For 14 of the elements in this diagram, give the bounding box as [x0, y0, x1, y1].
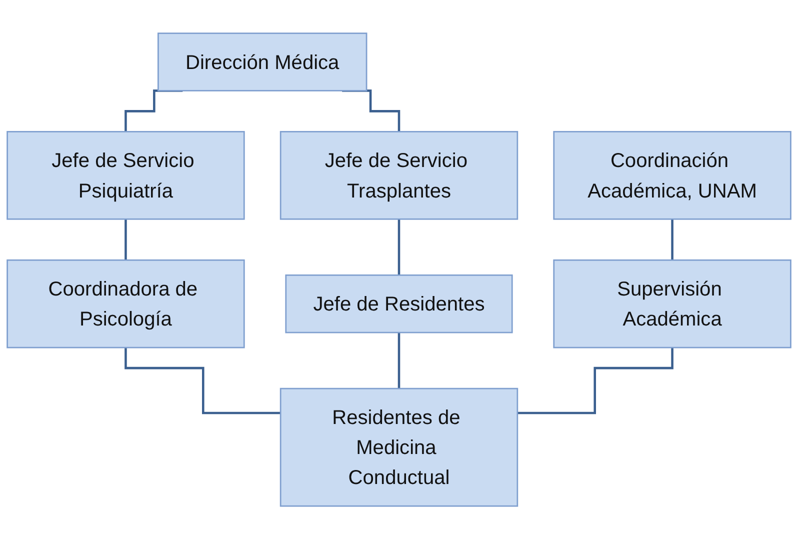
connector — [398, 218, 400, 277]
node-box: Coordinadora de Psicología — [6, 260, 245, 349]
connector — [671, 218, 674, 262]
node-box: Jefe de Servicio Trasplantes — [280, 131, 518, 220]
node-box: Residentes de Medicina Conductual — [280, 388, 518, 508]
connector — [398, 332, 400, 390]
node-box: Supervisión Académica — [553, 260, 792, 349]
node-box: Coordinación Académica, UNAM — [553, 131, 792, 220]
node-box: Jefe de Servicio Psiquiatría — [6, 131, 245, 220]
node-box: Dirección Médica — [158, 32, 368, 92]
connector — [124, 346, 281, 414]
connector — [124, 218, 127, 262]
node-box: Jefe de Residentes — [285, 274, 513, 334]
connector — [517, 346, 674, 414]
